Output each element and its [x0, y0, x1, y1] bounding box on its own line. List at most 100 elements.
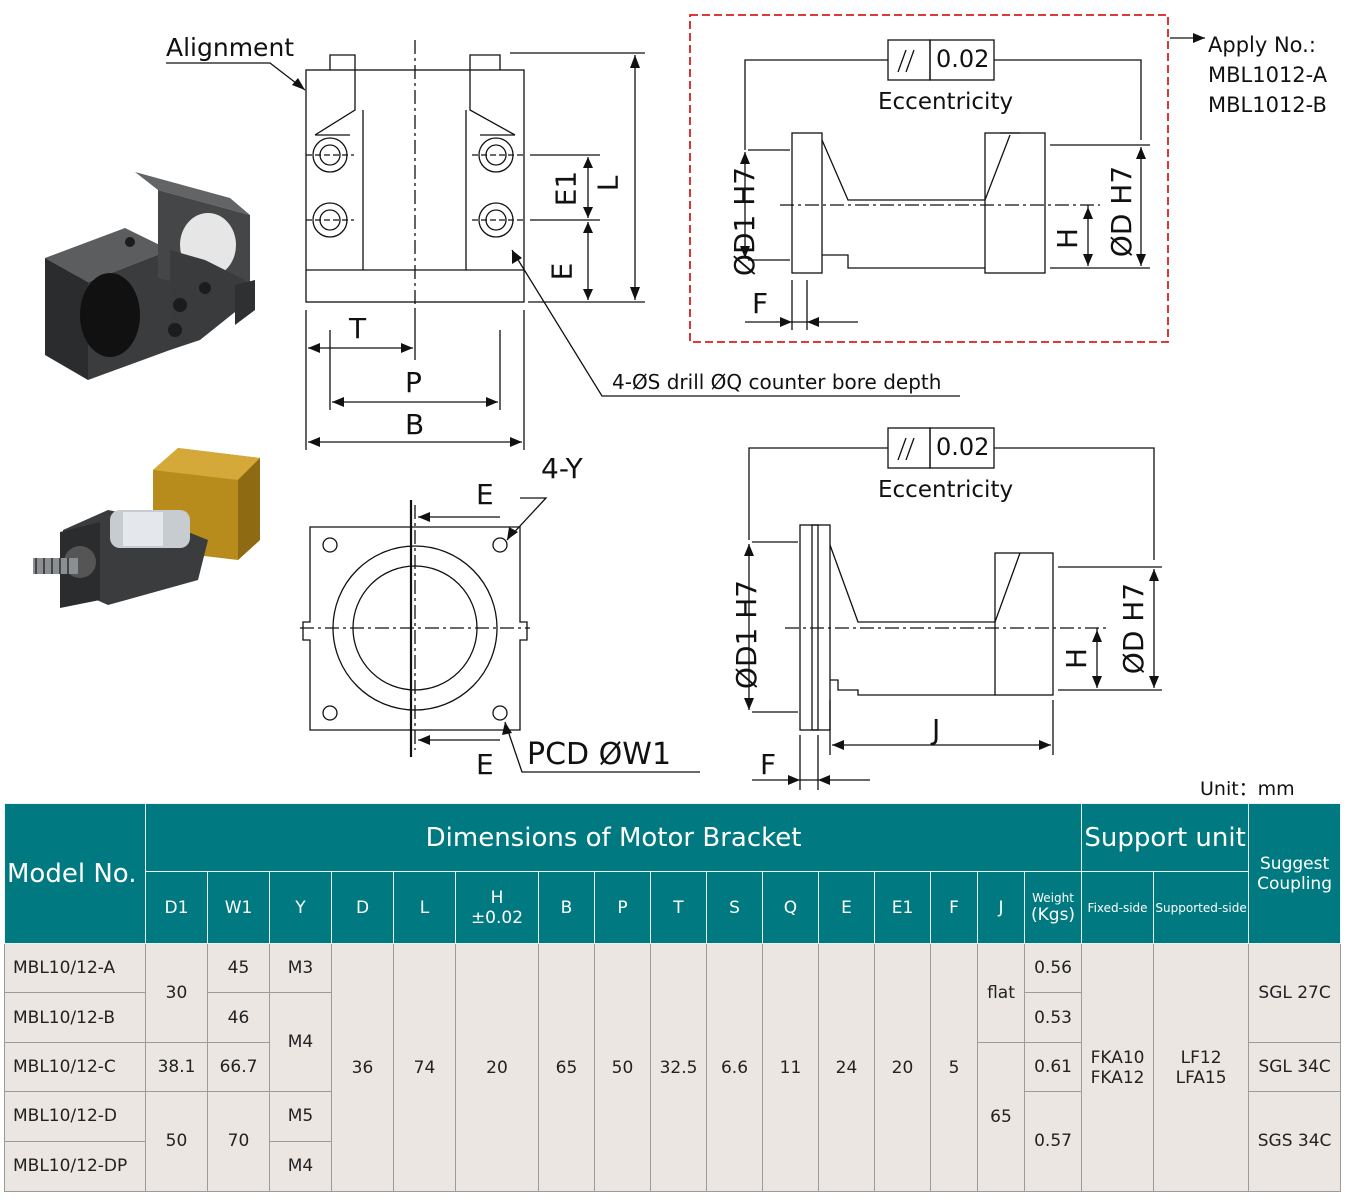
model-cell: MBL10/12-D — [4, 1090, 146, 1142]
col-s: S — [706, 871, 763, 945]
model-cell: MBL10/12-DP — [4, 1140, 146, 1193]
t-cell: 32.5 — [650, 943, 707, 1192]
model-cell: MBL10/12-A — [4, 943, 146, 994]
col-fixed-side: Fixed-side — [1081, 871, 1155, 945]
drill-note: 4-ØS drill ØQ counter bore depth — [612, 370, 942, 394]
col-h-name: H — [490, 887, 504, 908]
weight-cell: 0.61 — [1023, 1041, 1083, 1092]
bracket-photo — [45, 172, 255, 380]
h-label: H — [1051, 227, 1085, 250]
b-cell: 65 — [538, 943, 595, 1192]
y-cell: M4 — [269, 1140, 332, 1193]
w1-cell: 46 — [207, 992, 270, 1043]
weight-cell: 0.57 — [1023, 1090, 1083, 1193]
weight-cell: 0.56 — [1023, 943, 1083, 994]
pcd-label: PCD ØW1 — [527, 737, 672, 772]
col-e: E — [818, 871, 875, 945]
col-w1: W1 — [207, 871, 270, 945]
coupling-cell: SGL 34C — [1248, 1041, 1342, 1092]
d-cell: 36 — [331, 943, 394, 1192]
tolerance-value-2: 0.02 — [936, 433, 990, 461]
d1-h7-label-2: ØD1 H7 — [730, 579, 764, 690]
dim-l-label: L — [591, 175, 625, 192]
q-cell: 11 — [762, 943, 819, 1192]
h-cell: 20 — [455, 943, 539, 1192]
model-header: Model No. — [4, 802, 146, 945]
j-cell: flat — [977, 943, 1025, 1043]
coupling-header: Suggest Coupling — [1248, 802, 1342, 945]
d1-h7-label: ØD1 H7 — [728, 166, 762, 277]
coupling-cell: SGS 34C — [1248, 1090, 1342, 1193]
model-cell: MBL10/12-B — [4, 992, 146, 1043]
p-cell: 50 — [594, 943, 651, 1192]
col-y: Y — [269, 871, 332, 945]
apply-highlight-box — [689, 14, 1169, 343]
dim-e-bottom-label: E — [476, 748, 494, 781]
spec-table: Model No. Dimensions of Motor Bracket Su… — [4, 802, 1342, 1193]
technical-drawing — [166, 14, 1205, 790]
col-l: L — [393, 871, 456, 945]
col-j: J — [977, 871, 1025, 945]
top-view-outline — [302, 526, 528, 731]
holes-label: 4-Y — [541, 452, 583, 485]
y-cell: M3 — [269, 943, 332, 994]
w1-cell: 70 — [207, 1090, 270, 1193]
l-cell: 74 — [393, 943, 456, 1192]
model-cell: MBL10/12-C — [4, 1041, 146, 1092]
f-cell: 5 — [930, 943, 978, 1192]
d1-cell: 50 — [145, 1090, 208, 1193]
eccentricity-label-2: Eccentricity — [878, 477, 1014, 503]
col-weight: Weight(Kgs) — [1023, 871, 1083, 945]
eccentricity-label: Eccentricity — [878, 89, 1014, 115]
support-unit-header: Support unit — [1081, 802, 1250, 873]
supported-side-cell: LF12 LFA15 — [1153, 943, 1250, 1192]
apply-item: MBL1012-B — [1208, 93, 1327, 117]
d-h7-label: ØD H7 — [1105, 165, 1139, 258]
j-label: J — [932, 713, 941, 746]
s-cell: 6.6 — [706, 943, 763, 1192]
fixed-side-cell: FKA10 FKA12 — [1081, 943, 1155, 1192]
col-p: P — [594, 871, 651, 945]
dim-e-top-label: E — [476, 478, 494, 511]
dim-p-label: P — [405, 366, 422, 399]
dim-e1-label: E1 — [549, 170, 583, 207]
unit-label: Unit：mm — [1200, 778, 1295, 800]
apply-block: Apply No.: MBL1012-A MBL1012-B — [1208, 30, 1327, 120]
h-label-2: H — [1060, 647, 1094, 670]
weight-cell: 0.53 — [1023, 992, 1083, 1043]
j-cell: 65 — [977, 1041, 1025, 1193]
col-q: Q — [762, 871, 819, 945]
col-h: H±0.02 — [455, 871, 539, 945]
d1-cell: 30 — [145, 943, 208, 1043]
dim-e-label: E — [545, 262, 579, 281]
dim-t-label: T — [349, 312, 367, 345]
tolerance-value: 0.02 — [936, 45, 990, 73]
w1-cell: 45 — [207, 943, 270, 994]
e1-cell: 20 — [874, 943, 931, 1192]
col-supported-side: Supported-side — [1153, 871, 1250, 945]
col-d: D — [331, 871, 394, 945]
col-weight-unit: (Kgs) — [1031, 904, 1076, 925]
col-e1: E1 — [874, 871, 931, 945]
col-f: F — [930, 871, 978, 945]
apply-title: Apply No.: — [1208, 33, 1316, 57]
dimensions-header: Dimensions of Motor Bracket — [144, 802, 1083, 873]
dim-b-label: B — [405, 408, 425, 441]
d1-cell: 38.1 — [145, 1041, 208, 1092]
e-cell: 24 — [818, 943, 875, 1192]
y-cell: M5 — [269, 1090, 332, 1142]
alignment-label: Alignment — [166, 33, 295, 62]
y-cell: M4 — [269, 992, 332, 1092]
col-h-tol: ±0.02 — [470, 907, 524, 928]
col-t: T — [650, 871, 707, 945]
assembly-photo — [33, 448, 260, 608]
d-h7-label-2: ØD H7 — [1117, 582, 1151, 675]
apply-item: MBL1012-A — [1208, 63, 1328, 87]
col-weight-name: Weight — [1032, 890, 1074, 905]
w1-cell: 66.7 — [207, 1041, 270, 1092]
coupling-cell: SGL 27C — [1248, 943, 1342, 1043]
f-label-2: F — [760, 748, 777, 781]
col-b: B — [538, 871, 595, 945]
col-d1: D1 — [145, 871, 208, 945]
f-label: F — [752, 287, 769, 320]
